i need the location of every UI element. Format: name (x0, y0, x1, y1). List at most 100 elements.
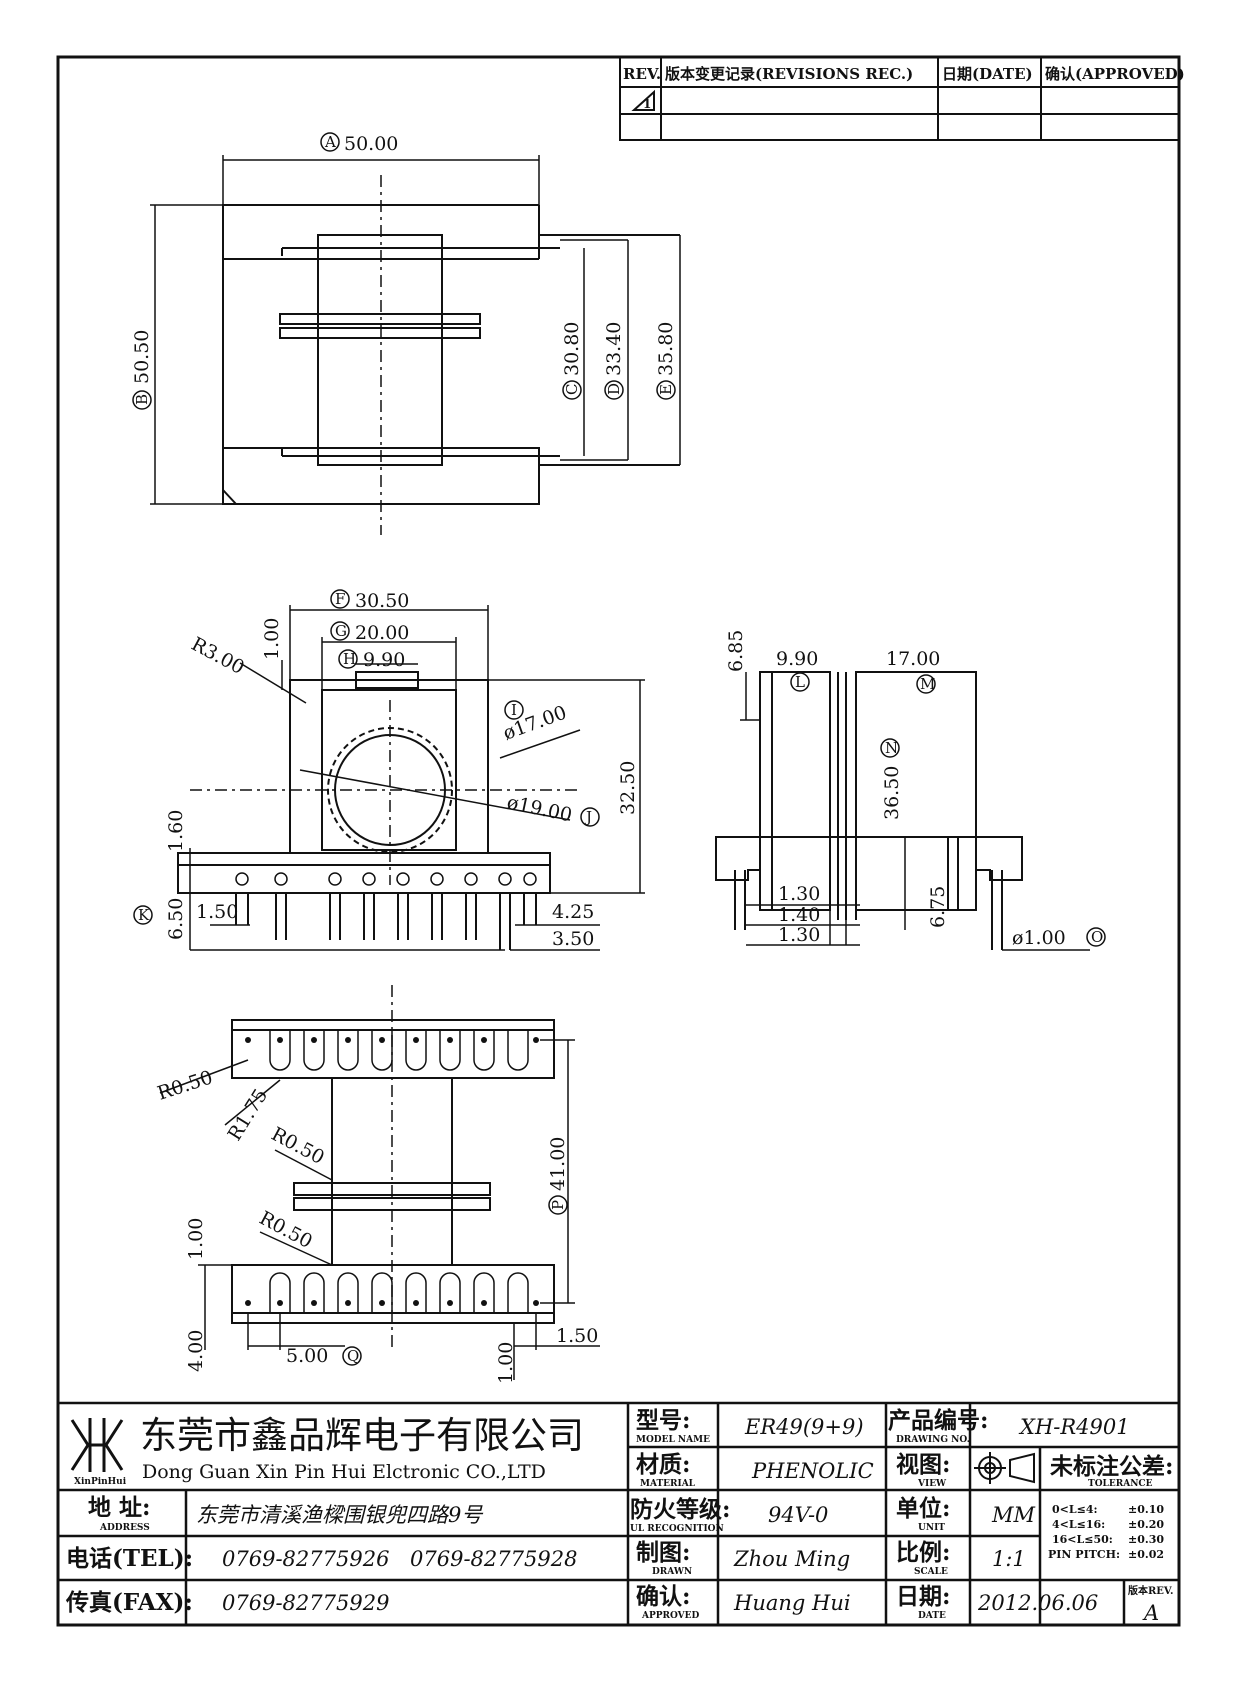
material-value: PHENOLIC (751, 1459, 874, 1483)
top-view (222, 204, 680, 505)
front-view-dimensions (189, 605, 645, 951)
dim-r4: R0.50 (256, 1207, 316, 1253)
tel-label: 电话(TEL): (66, 1545, 193, 1572)
company-logo-icon (70, 1418, 124, 1472)
dim-side-d3: 1.30 (778, 924, 820, 946)
label-m-circle (916, 674, 936, 694)
dim-r3: R3.00 (188, 633, 248, 679)
ul-value: 94V-0 (768, 1503, 828, 1527)
label-a-circle (320, 132, 340, 152)
dim-bottom-right-group: 1.00 (495, 1342, 517, 1384)
label-o: O (1091, 928, 1103, 946)
tel-value-1: 0769-82775926 (222, 1547, 389, 1571)
label-m: M (920, 675, 935, 693)
dim-d: 33.40 (603, 322, 625, 376)
tol-value-4: ±0.02 (1128, 1548, 1164, 1561)
revision-mark: 1 (643, 97, 651, 111)
dim-left-top: 1.00 (185, 1218, 207, 1260)
dim-c: 30.80 (561, 322, 583, 376)
label-h: H (343, 650, 356, 668)
dim-height: 32.50 (617, 761, 639, 815)
dim-height-group: 32.50 (617, 761, 639, 815)
fax-value: 0769-82775929 (222, 1591, 389, 1615)
label-c: C (563, 384, 581, 395)
view-label: 视图: (896, 1451, 951, 1478)
ul-label: 防火等级: (630, 1496, 731, 1523)
label-i-circle (504, 700, 524, 720)
dim-r4-group: R0.50 (256, 1207, 316, 1253)
label-h-circle (338, 649, 358, 669)
front-view-pin-circles (235, 872, 537, 886)
label-j-circle (580, 807, 600, 827)
date-label-en: DATE (918, 1611, 946, 1621)
tel-value-2: 0769-82775928 (410, 1547, 577, 1571)
title-block-grid (58, 1401, 1179, 1625)
drawn-label-en: DRAWN (652, 1567, 692, 1577)
dim-b: 50.50 (131, 330, 153, 384)
rev-header: REV. (623, 65, 661, 83)
tolerance-label-en: TOLERANCE (1088, 1479, 1153, 1489)
drawn-value: Zhou Ming (733, 1547, 850, 1571)
label-l: L (795, 673, 805, 691)
dim-q: 5.00 (286, 1345, 328, 1367)
drawing-no-label-en: DRAWING NO. (896, 1435, 970, 1445)
projection-symbol-icon (974, 1452, 1035, 1484)
dim-pin-len: 6.75 (927, 886, 949, 928)
drawn-label: 制图: (636, 1539, 691, 1566)
label-n-circle (880, 738, 900, 758)
label-f: F (335, 590, 345, 608)
dim-pin-left: 1.50 (196, 901, 238, 923)
label-n: N (885, 739, 898, 757)
tol-range-2: 4<L≤16: (1052, 1518, 1105, 1531)
bottom-view-slots (269, 1030, 529, 1313)
side-view (715, 671, 1023, 950)
ul-label-en: UL RECOGNITION (630, 1524, 724, 1534)
dim-k-group: 6.50 (165, 898, 187, 940)
drawing-no-label: 产品编号: (888, 1407, 989, 1434)
material-label: 材质: (636, 1451, 691, 1478)
sheet-border (56, 55, 1181, 1627)
dim-side-d1: 1.30 (778, 883, 820, 905)
dim-p: 41.00 (547, 1137, 569, 1191)
label-l-circle (790, 672, 810, 692)
side-view-dimensions (740, 671, 1090, 951)
unit-label: 单位: (896, 1495, 951, 1522)
top-view-dimensions (150, 155, 681, 505)
scale-label: 比例: (896, 1539, 951, 1566)
fax-label: 传真(FAX): (65, 1589, 193, 1616)
revisions-header: 版本变更记录(REVISIONS REC.) (665, 65, 913, 83)
label-q-circle (342, 1346, 362, 1366)
label-k: K (138, 906, 150, 924)
approved-header: 确认(APPROVED) (1045, 65, 1185, 83)
dim-e: 35.80 (655, 322, 677, 376)
label-b: B (133, 394, 151, 405)
bottom-view-dimensions (159, 1039, 600, 1380)
company-name-en: Dong Guan Xin Pin Hui Elctronic CO.,LTD (142, 1461, 546, 1483)
approved-label: 确认: (636, 1583, 691, 1610)
dim-left-top-group: 1.00 (185, 1218, 207, 1260)
dim-l: 9.90 (776, 648, 818, 670)
approved-label-en: APPROVED (641, 1611, 700, 1621)
dim-r3-group: R3.00 (188, 633, 248, 679)
dim-c-group: C 30.80 (561, 322, 583, 400)
dim-r1-group: R0.50 (155, 1066, 216, 1104)
unit-label-en: UNIT (918, 1523, 945, 1533)
dim-left-bottom-group: 4.00 (185, 1330, 207, 1372)
dim-bottom-right: 1.00 (495, 1342, 517, 1384)
label-p: P (549, 1200, 567, 1210)
dim-d-group: D 33.40 (603, 322, 625, 400)
dim-pin-r2: 3.50 (552, 928, 594, 950)
label-k-circle (133, 905, 153, 925)
label-f-circle (330, 589, 350, 609)
dim-side-top: 6.85 (725, 630, 747, 672)
dim-b-group: B 50.50 (131, 330, 153, 410)
approved-value: Huang Hui (733, 1591, 851, 1615)
dim-p-group: P 41.00 (547, 1137, 569, 1215)
tol-value-3: ±0.30 (1128, 1533, 1164, 1546)
dim-side-d2: 1.40 (778, 904, 820, 926)
drawing-no-value: XH-R4901 (1018, 1415, 1130, 1439)
dim-base: 1.60 (165, 810, 187, 852)
scale-value: 1:1 (992, 1547, 1026, 1571)
dim-e-group: E 35.80 (655, 322, 677, 400)
model-value: ER49(9+9) (744, 1415, 864, 1439)
